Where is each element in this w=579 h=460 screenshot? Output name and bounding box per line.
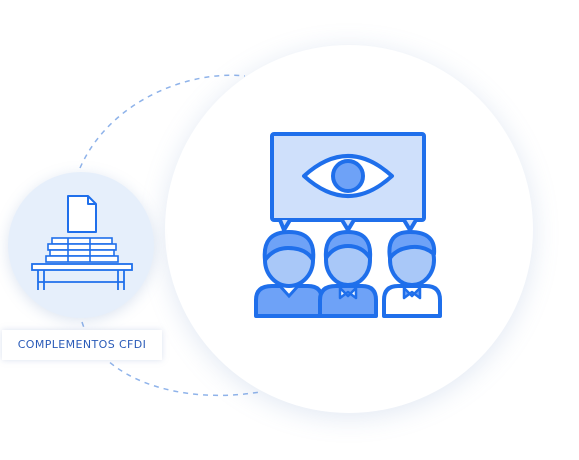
person-middle-icon [318,230,378,318]
eye-icon [302,154,394,198]
document-stack-table-icon [31,195,133,290]
document-icon [67,195,97,233]
person-right-icon [382,230,442,318]
paper-stack-icon [45,237,119,263]
person-left-icon [254,230,324,318]
complementos-cfdi-label: COMPLEMENTOS CFDI [2,330,162,360]
table-icon [31,263,133,290]
audience-eye-presentation-icon [254,132,442,318]
